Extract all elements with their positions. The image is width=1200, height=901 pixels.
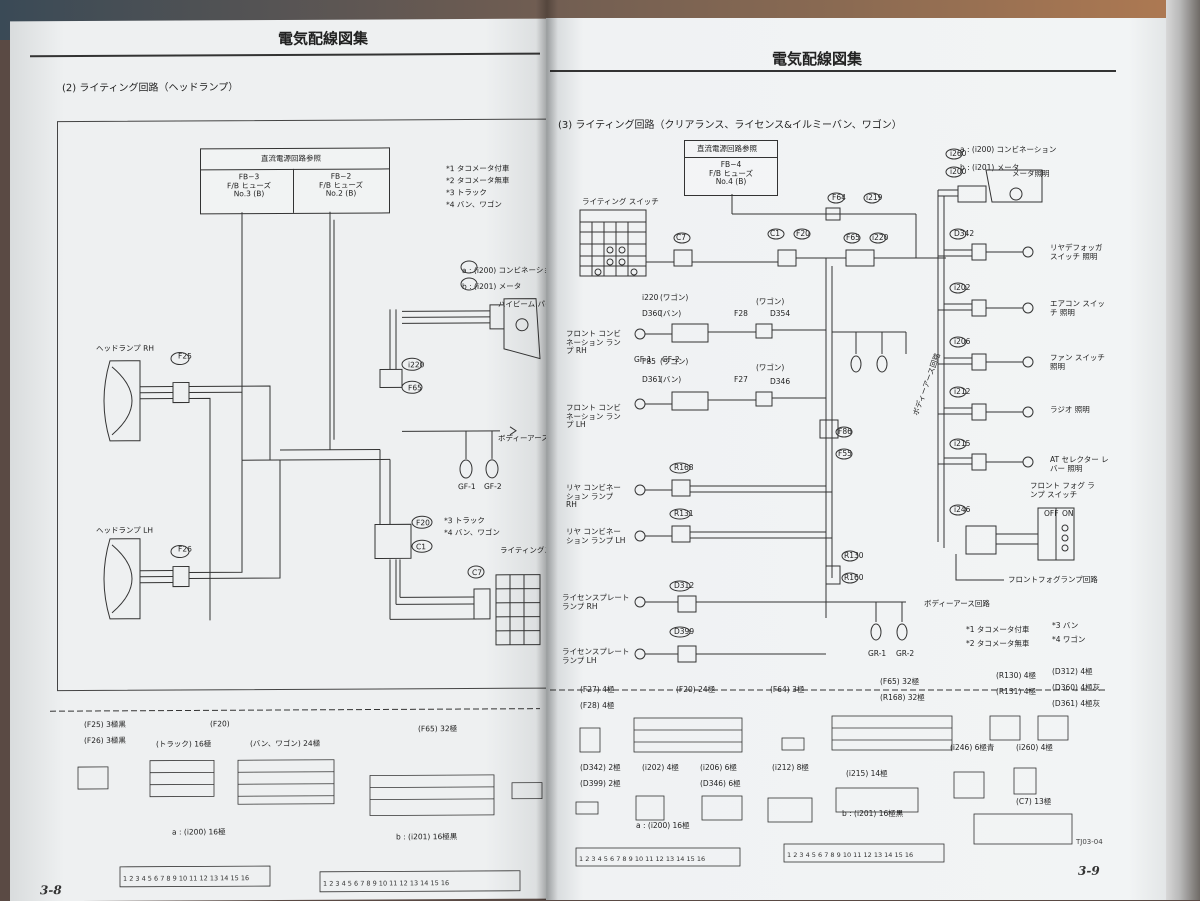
left-page: 電気配線図集 (2) ライティング回路（ヘッドランプ） 直流電源回路参照 FB−…	[10, 19, 550, 901]
svg-text:1 2 3 4 5 6 7 8 9 10 11 12 13: 1 2 3 4 5 6 7 8 9 10 11 12 13 14 15 16	[323, 879, 449, 888]
right-page-number: 3-9	[1078, 864, 1100, 878]
svg-text:1 2 3 4 5 6 7 8 9 10 11 12 13: 1 2 3 4 5 6 7 8 9 10 11 12 13 14 15 16	[787, 851, 913, 859]
book-spine-shadow	[536, 0, 558, 900]
page-stack-edge	[1166, 0, 1200, 900]
svg-text:1 2 3 4 5 6 7 8 9 10 11 12 13: 1 2 3 4 5 6 7 8 9 10 11 12 13 14 15 16	[579, 855, 705, 863]
right-page: 電気配線図集 (3) ライティング回路（クリアランス、ライセンス&イルミーバン、…	[546, 18, 1166, 900]
left-connector-legend-drawings: 1 2 3 4 5 6 7 8 9 10 11 12 13 14 15 16 1…	[10, 19, 550, 901]
left-page-number: 3-8	[40, 883, 62, 897]
svg-text:1 2 3 4 5 6 7 8 9 10 11 12 13: 1 2 3 4 5 6 7 8 9 10 11 12 13 14 15 16	[123, 874, 249, 883]
right-connector-legend-drawings: 1 2 3 4 5 6 7 8 9 10 11 12 13 14 15 16 1…	[546, 18, 1166, 900]
